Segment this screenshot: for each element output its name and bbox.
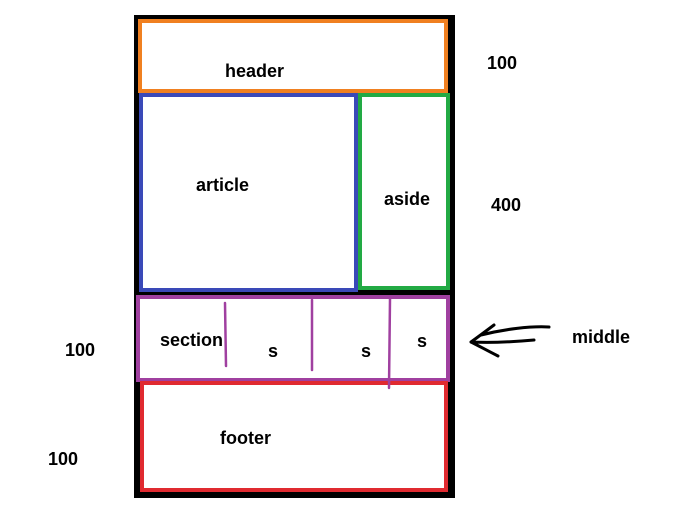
section-block (136, 295, 450, 382)
header-label: header (225, 61, 285, 81)
section-sub-label-3: s (417, 331, 428, 351)
section-label: section (160, 330, 224, 350)
middle-annotation-label: middle (572, 327, 631, 347)
header-height-label: 100 (487, 53, 518, 73)
hand-drawn-arrow-left-icon (469, 323, 551, 358)
article-block (139, 93, 358, 292)
section-sub-label-1: s (268, 341, 279, 361)
article-label: article (196, 175, 250, 195)
main-height-label: 400 (491, 195, 522, 215)
section-sub-label-2: s (361, 341, 372, 361)
footer-block (140, 381, 448, 492)
section-height-label: 100 (65, 340, 96, 360)
footer-label: footer (220, 428, 271, 448)
footer-height-label: 100 (48, 449, 79, 469)
aside-label: aside (384, 189, 431, 209)
header-block (138, 19, 448, 93)
aside-block (358, 93, 450, 290)
